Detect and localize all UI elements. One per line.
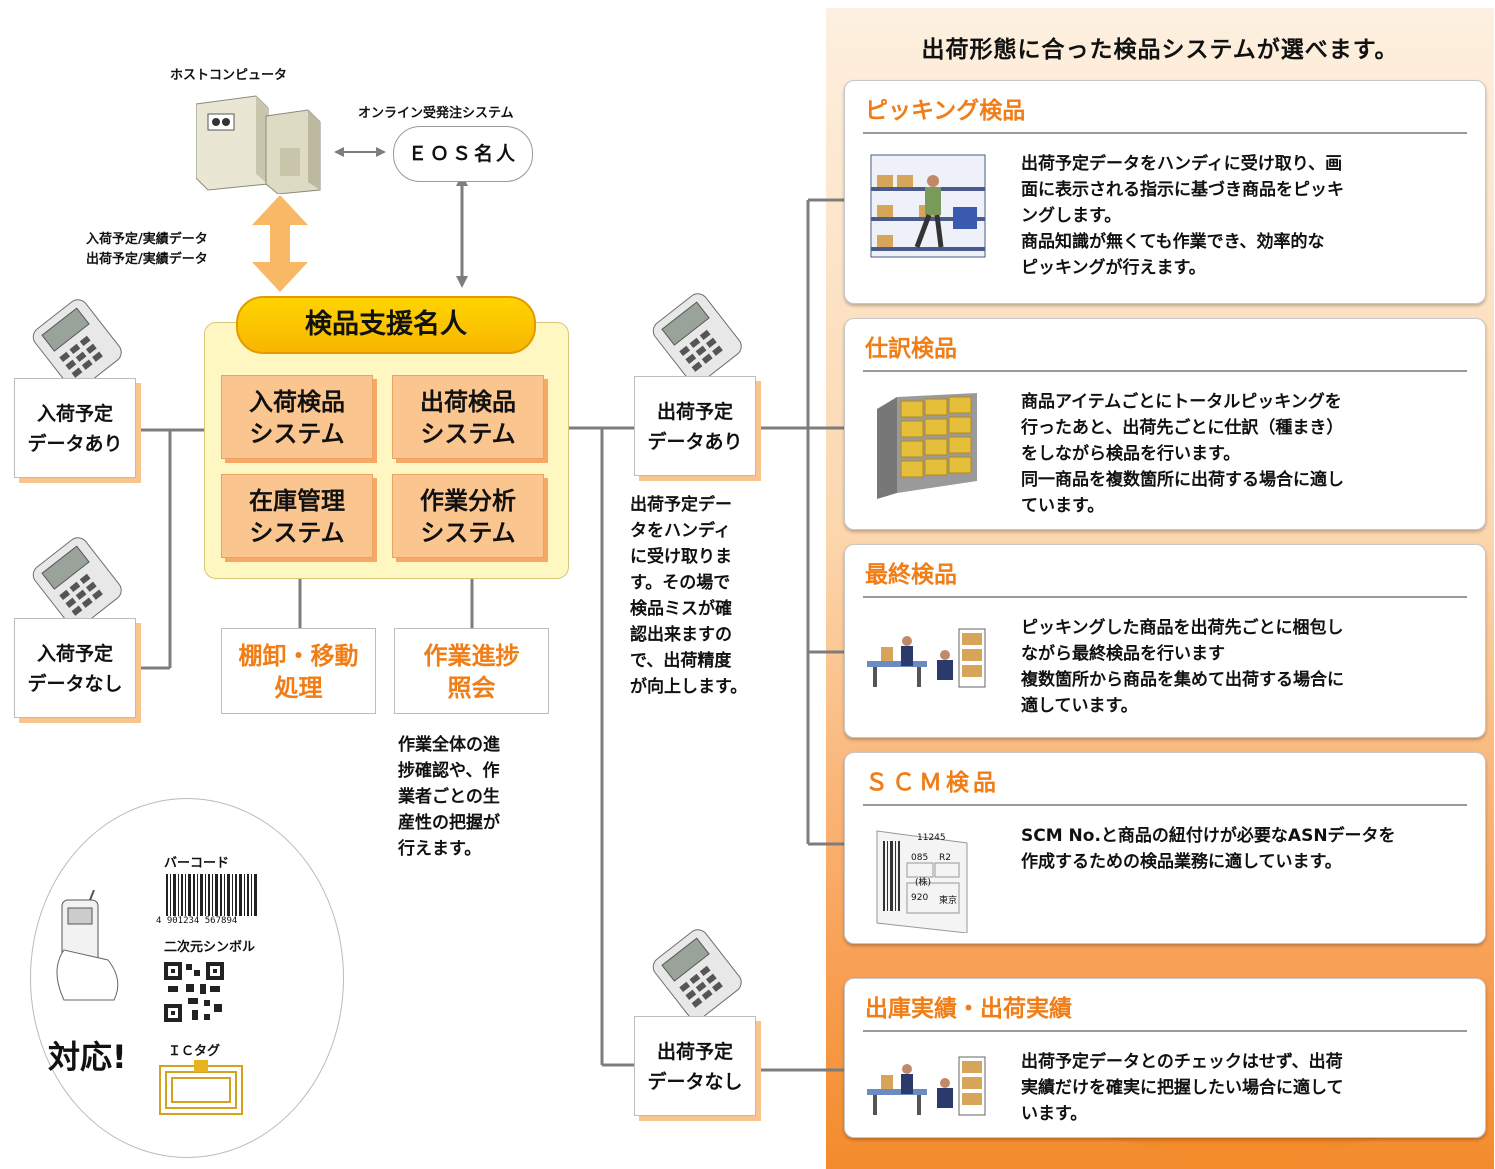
barcode-icon: [166, 874, 257, 916]
scm-label-e: 東京: [939, 896, 958, 906]
nyuka-yotei-ari-box: 入荷予定 データあり: [14, 378, 136, 478]
hand-terminal-icon: [56, 890, 119, 1001]
qr-code-icon: [162, 960, 226, 1024]
right-panel-title: 出荷形態に合った検品システムが選べます。: [921, 37, 1399, 63]
card-description: ピッキングした商品を出荷先ごとに梱包し ながら最終検品を行います 複数箇所から商…: [1021, 618, 1344, 716]
card-divider: [863, 1030, 1467, 1032]
card-shiwake-kenpin: 仕訳検品 商品アイテムごとにトータルピッキングを 行ったあと、出荷先ごとに仕訳（…: [844, 318, 1486, 530]
zaiko-kanri-system: 在庫管理 システム: [221, 474, 373, 558]
ic-tag-icon: [159, 1060, 243, 1115]
handy-terminal-icon: [32, 299, 122, 388]
data-label-nyuka: 入荷予定/実績データ: [86, 232, 208, 247]
card-divider: [863, 804, 1467, 806]
eos-meijin-node: ＥＯＳ名人: [393, 126, 533, 182]
card-description: SCM No.と商品の紐付けが必要なASNデータを 作成するための検品業務に適し…: [1021, 826, 1396, 872]
card-divider: [863, 132, 1467, 134]
ic-tag-label: ＩＣタグ: [168, 1044, 221, 1059]
card-picking-kenpin: ピッキング検品 出荷予定データをハンディに受け取り、画 面に表示される指示に基づ…: [844, 80, 1486, 304]
card-shukko-jisseki: 出庫実績・出荷実績 出荷予定データとのチェックはせず、出荷 実績だけを確実に把握…: [844, 978, 1486, 1138]
qr-label: 二次元シンボル: [164, 940, 256, 955]
scm-label-d: 920: [911, 893, 929, 903]
host-computer-label: ホストコンピュータ: [170, 68, 288, 83]
card-title: 仕訳検品: [865, 336, 957, 362]
card-description: 出荷予定データをハンディに受け取り、画 面に表示される指示に基づき商品をピッキ …: [1021, 154, 1344, 278]
card-divider: [863, 370, 1467, 372]
card-divider: [863, 596, 1467, 598]
sagyo-bunseki-system: 作業分析 システム: [392, 474, 544, 558]
nyuka-kenpin-system: 入荷検品 システム: [221, 375, 373, 459]
handy-terminal-icon: [652, 293, 742, 382]
card-title: ＳＣＭ検品: [865, 770, 1000, 796]
card-description: 商品アイテムごとにトータルピッキングを 行ったあと、出荷先ごとに仕訳（種まき） …: [1021, 392, 1344, 516]
scm-label-number: 11245: [917, 833, 946, 843]
packing-workers-illustration: [867, 628, 986, 688]
data-label-shukka: 出荷予定/実績データ: [86, 252, 208, 267]
online-system-label: オンライン受発注システム: [358, 106, 514, 121]
card-description: 出荷予定データとのチェックはせず、出荷 実績だけを確実に把握したい場合に適して …: [1021, 1052, 1344, 1124]
barcode-number: 4 901234 567894: [156, 916, 238, 926]
scm-label-b: R2: [939, 853, 951, 863]
progress-note: 作業全体の進 捗確認や、作 業者ごとの生 産性の把握が 行えます。: [398, 735, 500, 859]
tanaoroshi-box: 棚卸・移動 処理: [221, 628, 376, 714]
barcode-label: バーコード: [164, 856, 230, 871]
taiou-label: 対応!: [48, 1038, 127, 1076]
server-icon: [196, 95, 321, 194]
card-scm-kenpin: ＳＣＭ検品 11245 085 R2 (株) 920 東京 SCM No.と商品…: [844, 752, 1486, 944]
shukka-yotei-ari-box: 出荷予定 データあり: [634, 376, 756, 476]
card-title: ピッキング検品: [865, 98, 1026, 124]
card-title: 最終検品: [865, 562, 957, 588]
sagyo-shinchoku-box: 作業進捗 照会: [394, 628, 549, 714]
scm-label-c: (株): [915, 878, 932, 888]
card-saishu-kenpin: 最終検品 ピッキングした商品を出荷先ごとに梱包し ながら最終検品を行います 複数…: [844, 544, 1486, 738]
shukka-kenpin-system: 出荷検品 システム: [392, 375, 544, 459]
down-arrow-icon: [1095, 1135, 1395, 1169]
nyuka-yotei-nashi-box: 入荷予定 データなし: [14, 618, 136, 718]
handy-note: 出荷予定デー タをハンディ に受け取りま す。その場で 検品ミスが確 認出来ます…: [630, 495, 748, 697]
packing-workers-illustration: [867, 1056, 986, 1116]
shukka-yotei-nashi-box: 出荷予定 データなし: [634, 1016, 756, 1116]
scm-label-illustration: [876, 830, 968, 933]
handy-terminal-icon: [652, 929, 742, 1018]
module-title: 検品支援名人: [236, 296, 536, 354]
card-title: 出庫実績・出荷実績: [865, 996, 1072, 1022]
scm-label-a: 085: [911, 853, 929, 863]
sorting-rack-illustration: [877, 393, 977, 499]
picking-shelf-illustration: [870, 154, 986, 258]
handy-terminal-icon: [32, 537, 122, 626]
